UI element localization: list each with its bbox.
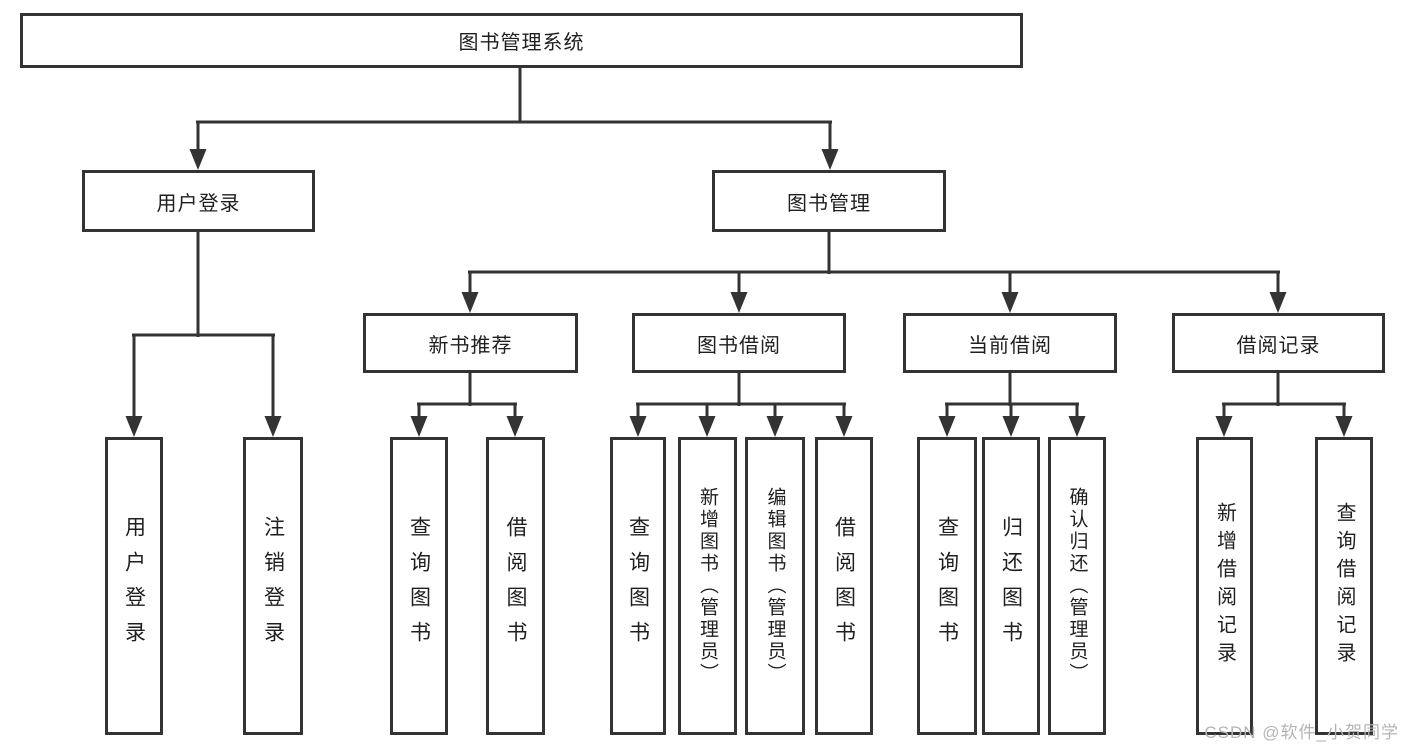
- leaf-current-query-books: 查询图书: [917, 437, 977, 735]
- leaf-recommend-borrow-books: 借阅图书: [486, 437, 545, 735]
- arrowhead-down-icon: [189, 149, 207, 170]
- leaf-return-books: 归还图书: [982, 437, 1040, 735]
- arrowhead-down-icon: [730, 292, 748, 313]
- leaf-recommend-query-books: 查询图书: [390, 437, 448, 735]
- node-borrow-records-label: 借阅记录: [1236, 334, 1321, 357]
- leaf-borrowing-borrow-books: 借阅图书: [815, 437, 873, 735]
- leaf-borrowing-query-books: 查询图书: [610, 437, 666, 735]
- arrowhead-down-icon: [125, 416, 143, 437]
- arrowhead-down-icon: [506, 416, 524, 437]
- node-current-borrowing: 当前借阅: [903, 313, 1117, 373]
- arrowhead-down-icon: [1215, 416, 1233, 437]
- arrowhead-down-icon: [938, 416, 956, 437]
- arrowhead-down-icon: [410, 416, 428, 437]
- arrowhead-down-icon: [264, 416, 282, 437]
- node-new-book-recommend: 新书推荐: [363, 313, 578, 373]
- leaf-query-borrow-record: 查询借阅记录: [1315, 437, 1373, 735]
- arrowhead-down-icon: [1001, 292, 1019, 313]
- arrowhead-down-icon: [629, 416, 647, 437]
- node-new-book-recommend-label: 新书推荐: [428, 334, 513, 357]
- node-book-borrowing-label: 图书借阅: [697, 334, 781, 357]
- leaf-add-book-admin: 新增图书（管理员）: [678, 437, 737, 735]
- leaf-add-borrow-record: 新增借阅记录: [1196, 437, 1253, 735]
- arrowhead-down-icon: [821, 149, 839, 170]
- leaf-edit-book-admin: 编辑图书（管理员）: [745, 437, 805, 735]
- node-current-borrowing-label: 当前借阅: [968, 334, 1052, 357]
- node-book-management-label: 图书管理: [787, 192, 871, 215]
- node-user-login-label: 用户登录: [156, 192, 241, 215]
- arrowhead-down-icon: [766, 416, 784, 437]
- arrowhead-down-icon: [1269, 292, 1287, 313]
- node-user-login: 用户登录: [82, 170, 315, 232]
- arrowhead-down-icon: [1068, 416, 1086, 437]
- arrowhead-down-icon: [698, 416, 716, 437]
- arrowhead-down-icon: [461, 292, 479, 313]
- watermark: CSDN @软件_小贺同学: [1204, 723, 1399, 742]
- node-book-borrowing: 图书借阅: [632, 313, 846, 373]
- leaf-user-login: 用户登录: [105, 437, 163, 735]
- node-borrow-records: 借阅记录: [1172, 313, 1385, 373]
- node-library-system-label: 图书管理系统: [458, 32, 585, 54]
- node-book-management: 图书管理: [712, 170, 946, 232]
- leaf-confirm-return-admin: 确认归还（管理员）: [1048, 437, 1106, 735]
- arrowhead-down-icon: [1335, 416, 1353, 437]
- arrowhead-down-icon: [835, 416, 853, 437]
- arrowhead-down-icon: [1002, 416, 1020, 437]
- leaf-logout: 注销登录: [243, 437, 303, 735]
- node-library-system: 图书管理系统: [20, 13, 1023, 68]
